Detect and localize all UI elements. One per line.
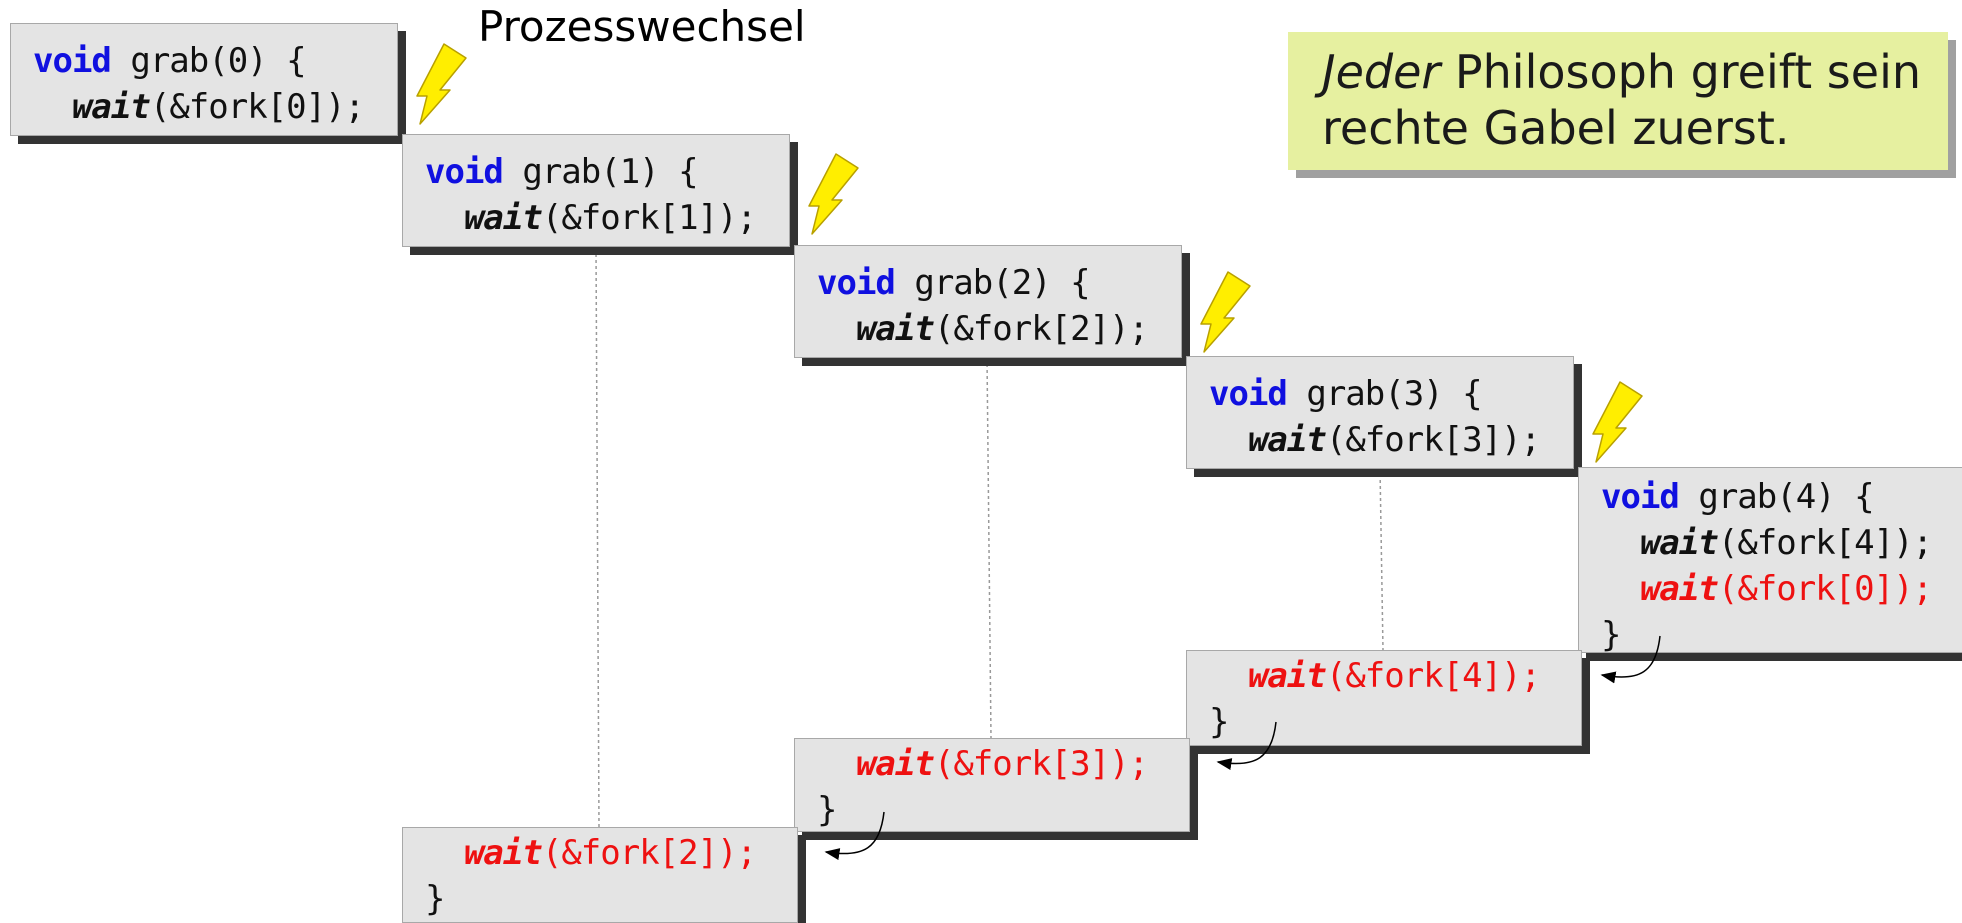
wait-keyword: wait [463, 198, 543, 238]
cont3-wait-arg: (&fork[4]); [1325, 656, 1541, 696]
grab4-wait-arg-2: (&fork[0]); [1717, 569, 1933, 609]
grab1-box: void grab(1) { wait(&fork[1]); [402, 134, 790, 247]
grab3-continuation-box: wait(&fork[4]); } [1186, 650, 1582, 746]
wait-keyword: wait [1247, 420, 1327, 460]
lightning-icon [416, 43, 467, 125]
grab0-signature: grab(0) { [110, 41, 306, 81]
grab2-box: void grab(2) { wait(&fork[2]); [794, 245, 1182, 358]
grab4-box: void grab(4) { wait(&fork[4]); wait(&for… [1578, 467, 1962, 655]
void-keyword: void [817, 263, 896, 303]
blocked-wait-keyword: wait [1247, 656, 1327, 696]
grab2-wait-arg: (&fork[2]); [933, 309, 1149, 349]
grab2-signature: grab(2) { [894, 263, 1090, 303]
void-keyword: void [33, 41, 112, 81]
note-line-2: rechte Gabel zuerst. [1322, 101, 1790, 155]
note-box: Jeder Philosoph greift sein rechte Gabel… [1288, 32, 1948, 170]
closing-brace: } [1601, 615, 1622, 655]
grab0-wait-arg: (&fork[0]); [149, 87, 365, 127]
wait-keyword: wait [855, 309, 935, 349]
blocked-wait-keyword: wait [463, 833, 543, 873]
lightning-icon [808, 153, 859, 235]
note-emphasis: Jeder [1322, 45, 1441, 99]
grab3-box: void grab(3) { wait(&fork[3]); [1186, 356, 1574, 469]
connector-line [595, 247, 600, 829]
grab2-continuation-box: wait(&fork[3]); } [794, 738, 1190, 832]
lightning-icon [1592, 381, 1643, 463]
lightning-icon [1200, 271, 1251, 353]
closing-brace: } [425, 879, 446, 919]
grab3-wait-arg: (&fork[3]); [1325, 420, 1541, 460]
void-keyword: void [425, 152, 504, 192]
grab3-signature: grab(3) { [1286, 374, 1482, 414]
grab4-wait-arg-1: (&fork[4]); [1717, 523, 1933, 563]
void-keyword: void [1209, 374, 1288, 414]
cont2-wait-arg: (&fork[3]); [933, 744, 1149, 784]
void-keyword: void [1601, 477, 1680, 517]
cont1-wait-arg: (&fork[2]); [541, 833, 757, 873]
resume-arrow [824, 811, 885, 861]
context-switch-label: Prozesswechsel [478, 2, 806, 51]
blocked-wait-keyword: wait [1639, 569, 1719, 609]
grab0-box: void grab(0) { wait(&fork[0]); [10, 23, 398, 136]
note-line-1: Philosoph greift sein [1440, 45, 1922, 99]
grab1-wait-arg: (&fork[1]); [541, 198, 757, 238]
wait-keyword: wait [1639, 523, 1719, 563]
grab4-signature: grab(4) { [1678, 477, 1874, 517]
closing-brace: } [817, 790, 838, 830]
resume-arrow [1600, 635, 1661, 684]
grab1-signature: grab(1) { [502, 152, 698, 192]
connector-line [1379, 467, 1384, 651]
wait-keyword: wait [71, 87, 151, 127]
closing-brace: } [1209, 702, 1230, 742]
resume-arrow [1216, 721, 1277, 771]
grab1-continuation-box: wait(&fork[2]); } [402, 827, 798, 923]
blocked-wait-keyword: wait [855, 744, 935, 784]
